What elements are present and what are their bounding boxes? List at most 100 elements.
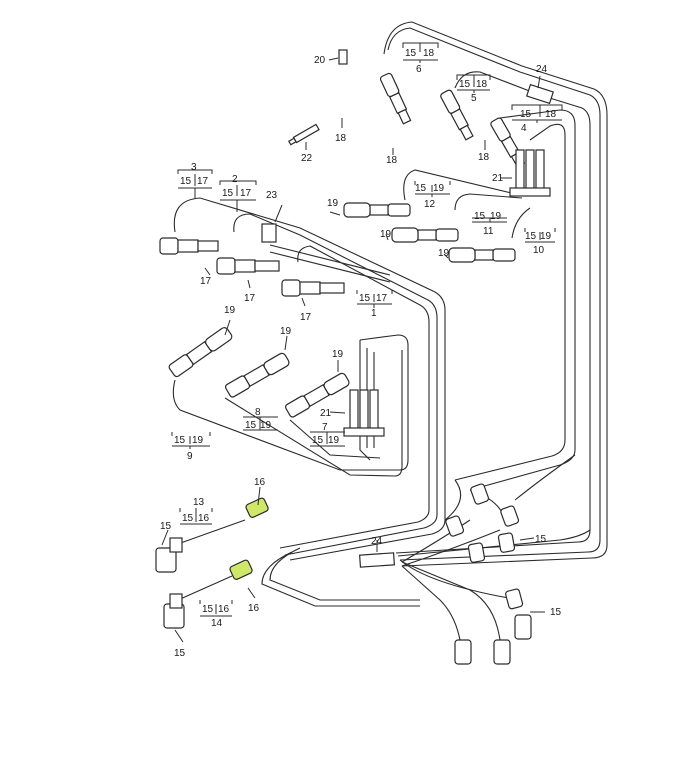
svg-text:17: 17 (240, 188, 252, 199)
plug-caps-15-right (445, 483, 532, 665)
bracket-13: 15 16 13 (179, 497, 213, 525)
svg-text:18: 18 (545, 109, 557, 120)
bracket-1: 15 17 1 (356, 290, 393, 319)
callout-18-b: 18 (386, 155, 398, 166)
spark-plug-cap-15-a (155, 537, 183, 573)
callout-19-a: 19 (327, 198, 339, 209)
svg-text:15: 15 (222, 188, 234, 199)
svg-text:15: 15 (525, 231, 537, 242)
callout-24-a: 24 (536, 64, 548, 75)
callout-18-c: 18 (478, 152, 490, 163)
svg-text:16: 16 (198, 513, 210, 524)
callout-17-a: 17 (200, 276, 212, 287)
svg-text:15: 15 (182, 513, 194, 524)
callout-labels: 20 18 18 18 22 23 21 24 19 19 19 17 17 1… (160, 55, 562, 659)
callout-16-a: 16 (254, 477, 266, 488)
svg-text:17: 17 (197, 176, 209, 187)
callout-19-b: 19 (380, 229, 392, 240)
callout-6: 6 (416, 64, 422, 75)
svg-text:17: 17 (376, 293, 388, 304)
callout-24-b: 24 (371, 536, 383, 547)
callout-15-d: 15 (174, 648, 186, 659)
callout-19-f: 19 (332, 349, 344, 360)
callout-22: 22 (301, 153, 313, 164)
callout-15-c: 15 (550, 607, 562, 618)
spark-plug-cap-15-b (163, 593, 185, 629)
svg-text:18: 18 (476, 79, 488, 90)
callout-19-c: 19 (438, 248, 450, 259)
bracket-3: 15 17 3 (177, 162, 213, 198)
callout-15-b: 15 (535, 534, 547, 545)
callout-4: 4 (521, 123, 527, 134)
bracket-9: 15 19 9 (171, 432, 211, 462)
svg-text:15: 15 (245, 420, 257, 431)
svg-text:15: 15 (520, 109, 532, 120)
spark-plug-22 (287, 123, 320, 146)
wire-clip-23 (261, 223, 277, 243)
svg-text:15: 15 (174, 435, 186, 446)
callout-3: 3 (191, 162, 197, 173)
callout-1: 1 (371, 308, 377, 319)
callout-2: 2 (232, 174, 238, 185)
bracket-6-right: 18 (423, 48, 435, 59)
svg-text:15: 15 (415, 183, 427, 194)
svg-text:15: 15 (180, 176, 192, 187)
callout-19-e: 19 (280, 326, 292, 337)
callout-15-a: 15 (160, 521, 172, 532)
bracket-8: 15 19 8 (243, 407, 278, 431)
resistor-16-b (229, 559, 253, 580)
callout-23: 23 (266, 190, 278, 201)
callout-21-b: 21 (320, 408, 332, 419)
callout-7: 7 (322, 422, 328, 433)
plug-connectors-17 (159, 237, 345, 297)
svg-text:15: 15 (459, 79, 471, 90)
coil-connectors-19-upper (343, 202, 516, 263)
bracket-7: 15 19 7 (310, 422, 345, 447)
bracket-2: 15 17 2 (219, 174, 257, 212)
bracket-12: 15 19 12 (414, 181, 451, 210)
callout-21-a: 21 (492, 173, 504, 184)
callout-17-b: 17 (244, 293, 256, 304)
coil-pack-21-upper (509, 149, 551, 197)
junction-block-bottom (358, 552, 396, 568)
bracket-5: 15 18 5 (456, 74, 491, 104)
svg-text:19: 19 (192, 435, 204, 446)
bracket-11: 15 19 11 (472, 211, 507, 237)
svg-text:19: 19 (490, 211, 502, 222)
main-wire-harness (172, 21, 608, 641)
coil-pack-21-lower (343, 389, 385, 437)
callout-18-a: 18 (335, 133, 347, 144)
svg-text:16: 16 (218, 604, 230, 615)
svg-text:15: 15 (312, 435, 324, 446)
callout-8: 8 (255, 407, 261, 418)
screw-20 (338, 49, 348, 65)
svg-text:19: 19 (328, 435, 340, 446)
svg-text:15: 15 (359, 293, 371, 304)
callout-13: 13 (193, 497, 205, 508)
callout-14: 14 (211, 618, 223, 629)
bracket-10: 15 19 10 (524, 228, 556, 256)
callout-20: 20 (314, 55, 326, 66)
bracket-6: 15 18 6 (402, 42, 439, 75)
coil-connectors-19-lower (168, 327, 350, 418)
callout-11: 11 (483, 226, 494, 237)
callout-12: 12 (424, 199, 436, 210)
resistor-16-a (245, 497, 269, 518)
svg-text:15: 15 (202, 604, 214, 615)
svg-text:19: 19 (540, 231, 552, 242)
callout-9: 9 (187, 451, 193, 462)
callout-5: 5 (471, 93, 477, 104)
callout-10: 10 (533, 245, 545, 256)
callout-17-c: 17 (300, 312, 312, 323)
plug-connector-group-18 (379, 72, 526, 168)
callout-16-b: 16 (248, 603, 260, 614)
bracket-14: 15 16 14 (199, 600, 233, 629)
svg-text:19: 19 (260, 420, 272, 431)
svg-text:19: 19 (433, 183, 445, 194)
junction-block-top (525, 83, 555, 105)
svg-text:15: 15 (474, 211, 486, 222)
bracket-4: 15 18 4 (511, 104, 563, 134)
bracket-6-left: 15 (405, 48, 417, 59)
callout-19-d: 19 (224, 305, 236, 316)
